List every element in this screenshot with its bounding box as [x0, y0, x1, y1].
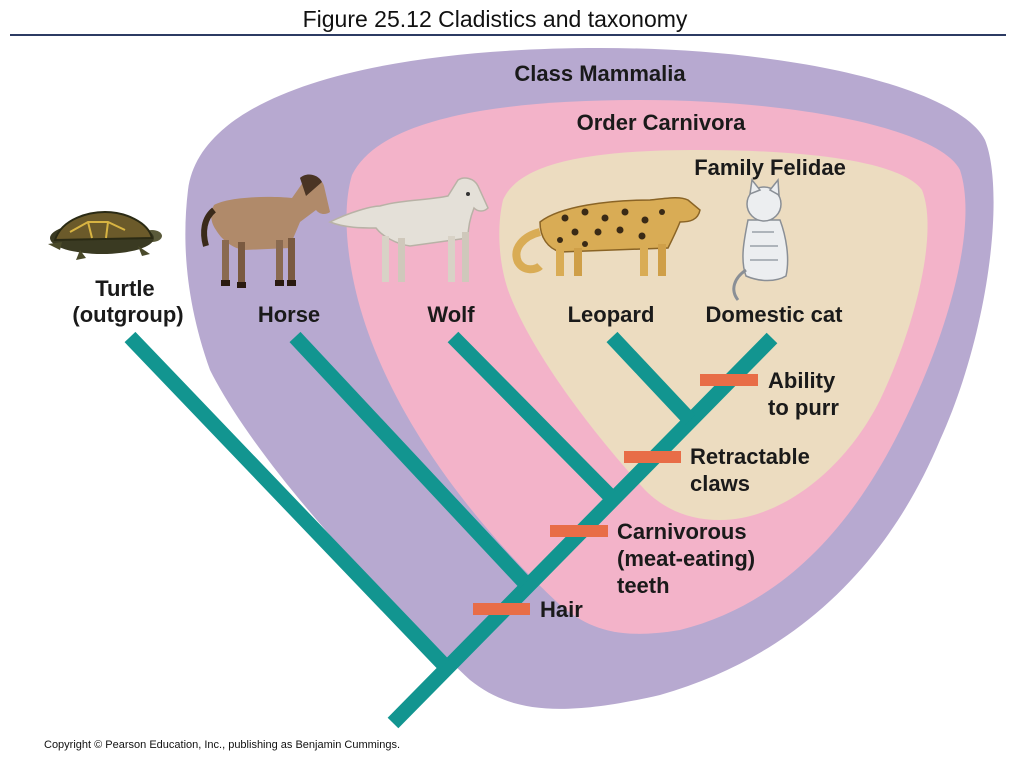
trait-bar-hair: [473, 603, 530, 615]
branch-turtle: [124, 331, 450, 671]
trait-bars: [473, 374, 758, 615]
taxon-label-horse: Horse: [258, 302, 320, 327]
label-class-mammalia: Class Mammalia: [514, 61, 686, 86]
taxon-label-leopard: Leopard: [568, 302, 655, 327]
trait-label-claws: Retractable claws: [690, 444, 816, 496]
taxon-label-turtle-line2: (outgroup): [72, 302, 183, 327]
trait-label-teeth-line2: (meat-eating): [617, 546, 755, 571]
copyright-notice: Copyright © Pearson Education, Inc., pub…: [44, 739, 401, 751]
trait-bar-claws: [624, 451, 681, 463]
trait-label-claws-line1: Retractable: [690, 444, 810, 469]
trait-label-purr-line1: Ability: [768, 368, 836, 393]
branch-wolf: [447, 331, 616, 502]
trait-label-teeth-line1: Carnivorous: [617, 519, 747, 544]
taxon-label-turtle-line1: Turtle: [95, 276, 154, 301]
taxon-label-domestic-cat: Domestic cat: [706, 302, 844, 327]
title-rule: [10, 34, 1006, 36]
trait-label-claws-line2: claws: [690, 471, 750, 496]
trait-bar-purr: [700, 374, 758, 386]
trait-bar-teeth: [550, 525, 608, 537]
horse-illustration: [201, 174, 330, 288]
taxon-label-wolf: Wolf: [427, 302, 475, 327]
figure-title: Figure 25.12 Cladistics and taxonomy: [302, 6, 688, 32]
branch-horse: [289, 331, 531, 589]
taxon-label-turtle: Turtle (outgroup): [72, 276, 183, 327]
label-family-felidae: Family Felidae: [694, 155, 846, 180]
trait-label-teeth-line3: teeth: [617, 573, 670, 598]
leopard-illustration: [512, 196, 701, 276]
trait-label-teeth: Carnivorous (meat-eating) teeth: [617, 519, 761, 598]
branch-leopard: [606, 331, 696, 426]
label-order-carnivora: Order Carnivora: [577, 110, 746, 135]
trait-label-hair: Hair: [540, 597, 583, 622]
trait-label-purr: Ability to purr: [768, 368, 841, 420]
turtle-illustration: [48, 210, 162, 260]
domestic-cat-illustration: [732, 178, 789, 301]
wolf-illustration: [328, 177, 489, 282]
trait-label-purr-line2: to purr: [768, 395, 839, 420]
